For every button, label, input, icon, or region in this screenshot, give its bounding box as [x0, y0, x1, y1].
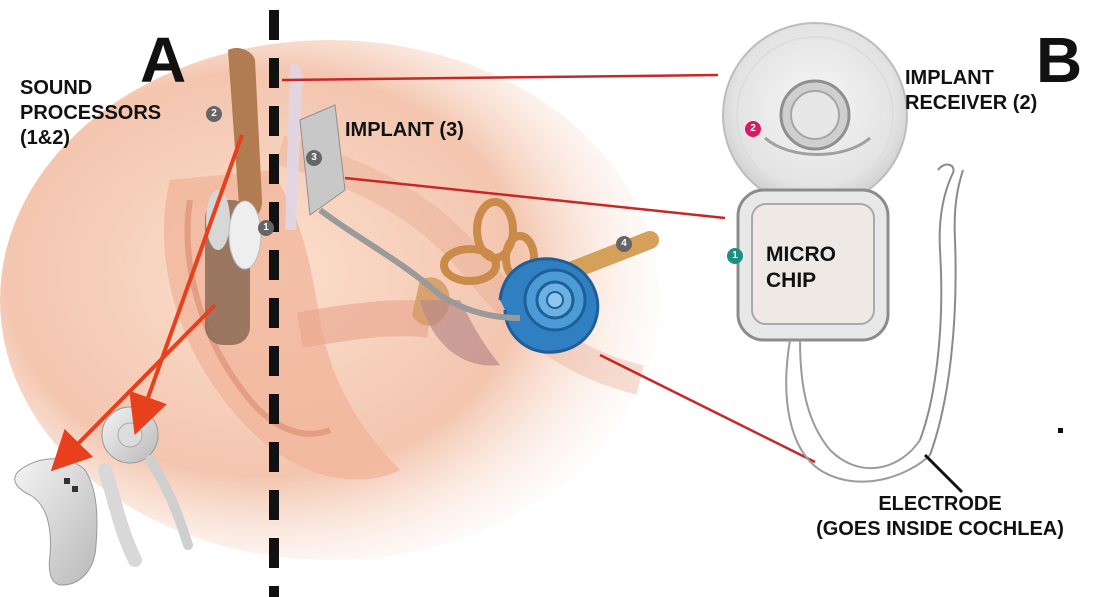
cochlea	[500, 259, 598, 352]
stray-dot	[1058, 428, 1063, 433]
microchip-label: MICRO CHIP	[766, 242, 836, 295]
sound-processors-line-3: (1&2)	[20, 126, 161, 151]
sound-processors-line-1: SOUND	[20, 76, 161, 101]
marker-1-processor: 1	[258, 220, 274, 236]
marker-chip-badge: 1	[727, 248, 743, 264]
marker-3-implant: 3	[306, 150, 322, 166]
marker-2-processor: 2	[206, 106, 222, 122]
implant-receiver-line-1: IMPLANT	[905, 66, 1037, 91]
marker-4-nerve: 4	[616, 236, 632, 252]
marker-receiver-badge: 2	[745, 121, 761, 137]
implant-receiver-label: IMPLANT RECEIVER (2)	[905, 66, 1037, 116]
implant-label: IMPLANT (3)	[345, 118, 464, 143]
sound-processors-label: SOUND PROCESSORS (1&2)	[20, 76, 161, 151]
electrode-line-1: ELECTRODE	[780, 492, 1100, 517]
implant-receiver-line-2: RECEIVER (2)	[905, 91, 1037, 116]
sound-processors-line-2: PROCESSORS	[20, 101, 161, 126]
panel-letter-b: B	[1036, 28, 1082, 92]
microchip-line-2: CHIP	[766, 268, 836, 294]
electrode-label: ELECTRODE (GOES INSIDE COCHLEA)	[780, 492, 1100, 542]
electrode-line-2: (GOES INSIDE COCHLEA)	[780, 517, 1100, 542]
microchip-line-1: MICRO	[766, 242, 836, 268]
